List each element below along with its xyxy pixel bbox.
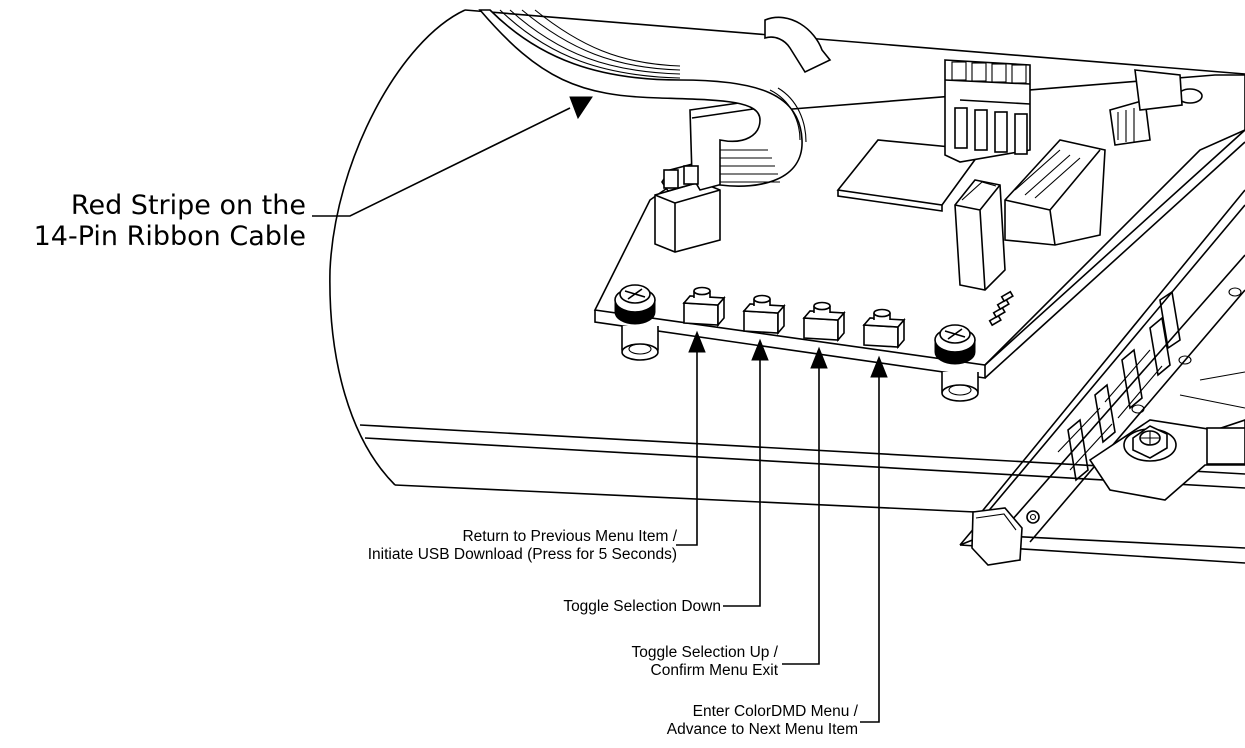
usb-connector bbox=[954, 179, 1006, 291]
display-chassis bbox=[359, 189, 1245, 566]
button3-label-line1: Toggle Selection Up / bbox=[632, 644, 779, 661]
button1-label-line1: Return to Previous Menu Item / bbox=[462, 528, 677, 545]
ribbon-stripe-label-line1: Red Stripe on the bbox=[71, 190, 306, 221]
ribbon-stripe-label-line2: 14-Pin Ribbon Cable bbox=[34, 221, 306, 252]
button4-label-line1: Enter ColorDMD Menu / bbox=[693, 703, 859, 720]
menu-button-3 bbox=[802, 301, 846, 343]
button2-label-line1: Toggle Selection Down bbox=[563, 598, 721, 615]
small-header bbox=[1109, 69, 1183, 146]
menu-button-1 bbox=[682, 286, 726, 328]
led-array bbox=[988, 290, 1014, 327]
menu-button-4 bbox=[862, 308, 906, 350]
control-board bbox=[478, 9, 1245, 402]
button3-label-line2: Confirm Menu Exit bbox=[651, 662, 779, 679]
pin-header bbox=[1004, 139, 1106, 246]
button1-label-line2: Initiate USB Download (Press for 5 Secon… bbox=[368, 546, 677, 563]
button4-label-line2: Advance to Next Menu Item bbox=[667, 721, 858, 738]
rail-clips bbox=[1057, 290, 1181, 482]
board-screws bbox=[614, 284, 976, 365]
callout-leaders bbox=[312, 96, 888, 723]
menu-button-2 bbox=[742, 294, 786, 336]
screw-terminal-block bbox=[944, 59, 1031, 163]
ribbon-cable bbox=[478, 9, 832, 187]
board-standoffs bbox=[621, 88, 1203, 402]
